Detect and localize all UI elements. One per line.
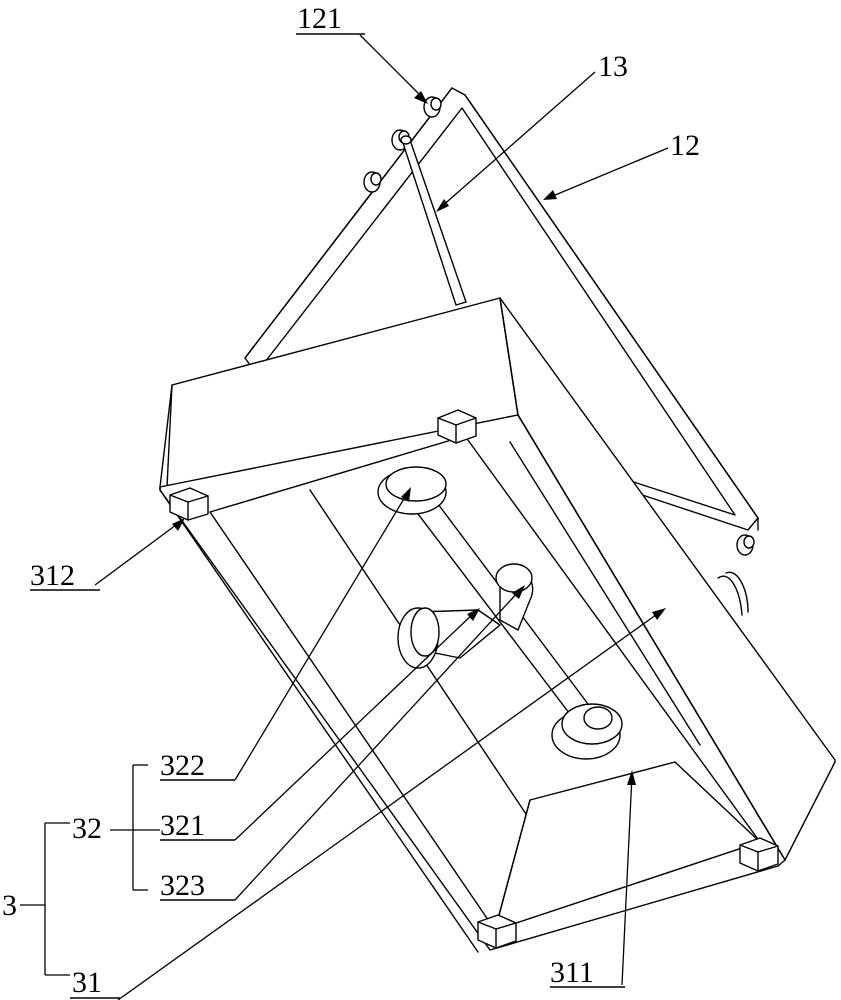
label-312: 312 [30,559,75,592]
label-32: 32 [72,812,102,845]
label-323: 323 [160,869,205,902]
label-121: 121 [297,2,342,35]
label-322: 322 [160,749,205,782]
label-13: 13 [598,50,628,83]
label-31: 31 [72,966,102,999]
label-311: 311 [550,956,594,989]
label-12: 12 [670,129,700,162]
label-3: 3 [2,889,17,922]
label-321: 321 [160,809,205,842]
